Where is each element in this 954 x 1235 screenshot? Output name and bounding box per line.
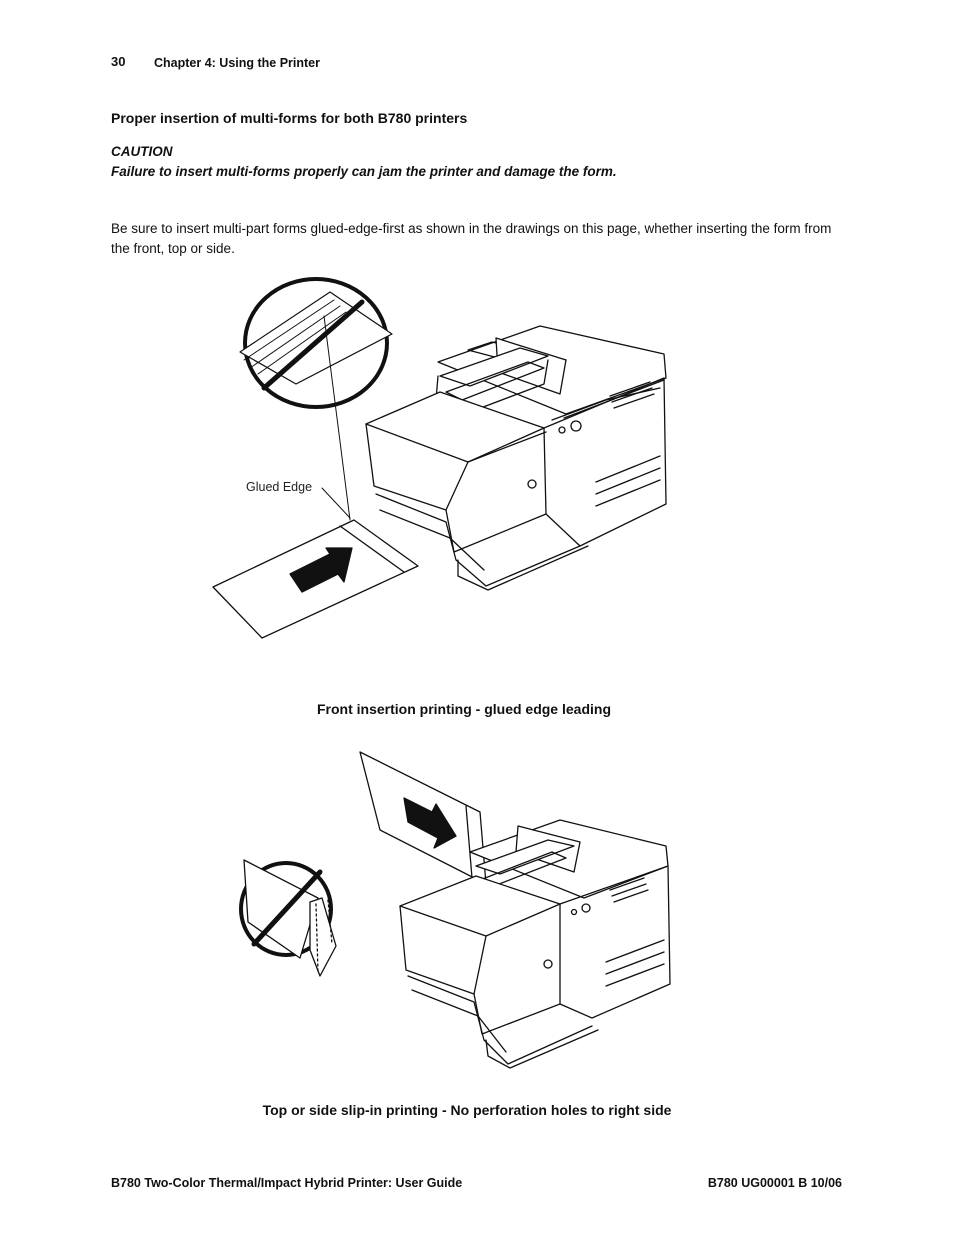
chapter-heading: Chapter 4: Using the Printer [154, 56, 320, 70]
printer-1-drawing [365, 325, 667, 591]
no-entry-icon [239, 277, 393, 409]
form-sheet-2 [359, 751, 487, 885]
figure-1-caption: Front insertion printing - glued edge le… [317, 701, 611, 717]
caution-label: CAUTION [111, 144, 173, 159]
footer-title: B780 Two-Color Thermal/Impact Hybrid Pri… [111, 1176, 463, 1190]
figure-2-caption: Top or side slip-in printing - No perfor… [262, 1102, 672, 1118]
page-number: 30 [111, 54, 126, 69]
caution-text: Failure to insert multi-forms properly c… [111, 164, 617, 179]
body-paragraph: Be sure to insert multi-part forms glued… [111, 221, 832, 256]
form-sheet-1 [212, 315, 419, 639]
arrow-icon [289, 547, 353, 593]
label-leader-line [321, 487, 351, 519]
glued-edge-label: Glued Edge [246, 480, 312, 494]
figure-1-front-insertion [212, 277, 667, 639]
footer-doc-id: B780 UG00001 B 10/06 [707, 1176, 842, 1190]
no-entry-icon-2 [239, 859, 337, 977]
printer-2-drawing [399, 819, 671, 1069]
arrow-icon-2 [403, 797, 457, 849]
figure-2-top-insertion [239, 751, 671, 1069]
section-title: Proper insertion of multi-forms for both… [111, 110, 468, 126]
